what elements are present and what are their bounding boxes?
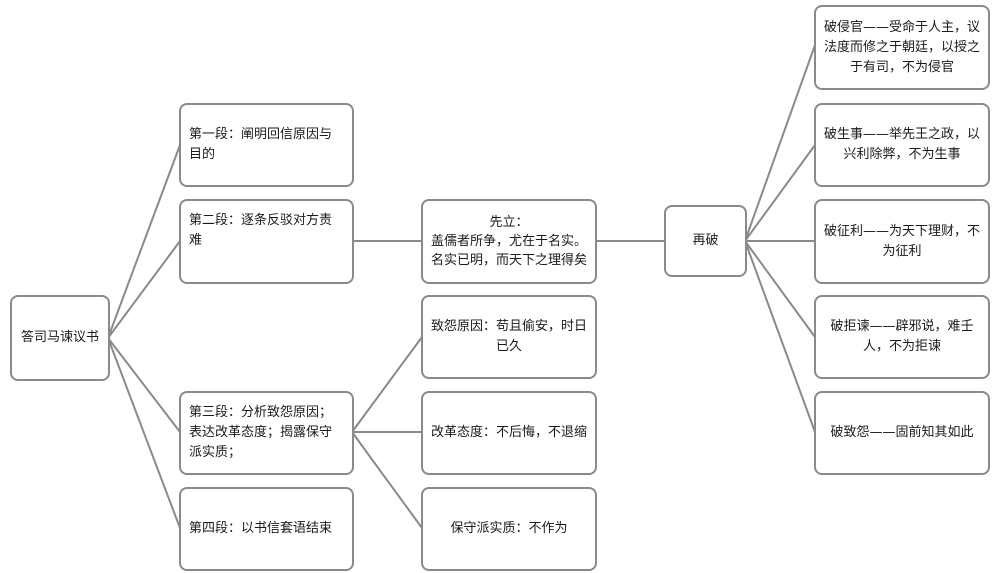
refutation-node-4: 破拒谏——辟邪说，难壬人，不为拒谏: [814, 295, 990, 379]
section-label-4: 第四段：以书信套语结束: [189, 521, 333, 536]
section-node-3: 第三段：分析致怨原因；表达改革态度；揭露保守派实质；: [179, 391, 354, 475]
refutation-node-5: 破致怨——固前知其如此: [814, 391, 990, 475]
refutation-label-2: 破生事——举先王之政，以兴利除弊，不为生事: [824, 127, 981, 162]
section3-point-node-1: 致怨原因：苟且偷安，时日已久: [421, 295, 597, 379]
link-then-r5: [744, 240, 816, 433]
refutation-node-3: 破征利——为天下理财，不为征利: [814, 199, 990, 284]
section3-point-node-2: 改革态度：不后悔，不退缩: [421, 391, 597, 475]
section-label-1: 第一段：阐明回信原因与目的: [189, 127, 333, 162]
refutation-label-3: 破征利——为天下理财，不为征利: [824, 223, 981, 259]
refutation-label-5: 破致怨——固前知其如此: [830, 425, 974, 440]
section-node-1: 第一段：阐明回信原因与目的: [179, 103, 354, 187]
refutation-node-2: 破生事——举先王之政，以兴利除弊，不为生事: [814, 103, 990, 187]
then-refute-node: 再破: [664, 205, 747, 277]
link-root-s1: [107, 144, 181, 339]
root-label: 答司马谏议书: [20, 330, 99, 345]
link-then-r1: [744, 44, 816, 242]
link-then-r4: [744, 240, 816, 338]
link-s3-p3: [351, 431, 423, 529]
section-node-4: 第四段：以书信套语结束: [179, 487, 354, 571]
link-root-s3: [107, 337, 181, 433]
section3-point-label-2: 改革态度：不后悔，不退缩: [431, 425, 588, 440]
link-s3-p1: [351, 336, 423, 433]
section3-point-node-3: 保守派实质：不作为: [421, 487, 597, 571]
link-root-s2: [107, 240, 181, 339]
then-refute-label: 再破: [692, 233, 719, 248]
first-point-heading: 先立：: [489, 215, 529, 230]
first-point-node: 先立： 盖儒者所争，尤在于名实。名实已明，而天下之理得矣: [421, 199, 597, 284]
link-then-r2: [744, 144, 816, 242]
section-node-2: 第二段：逐条反驳对方责难: [179, 199, 354, 284]
link-root-s4: [107, 337, 181, 529]
section3-point-label-1: 致怨原因：苟且偷安，时日已久: [431, 319, 588, 354]
refutation-node-1: 破侵官——受命于人主，议法度而修之于朝廷，以授之于有司，不为侵官: [814, 5, 990, 90]
section3-point-label-3: 保守派实质：不作为: [450, 521, 568, 536]
refutation-label-1: 破侵官——受命于人主，议法度而修之于朝廷，以授之于有司，不为侵官: [824, 19, 981, 75]
section-label-3: 第三段：分析致怨原因；表达改革态度；揭露保守派实质；: [189, 405, 333, 460]
section-label-2: 第二段：逐条反驳对方责难: [189, 213, 333, 248]
refutation-label-4: 破拒谏——辟邪说，难壬人，不为拒谏: [830, 319, 974, 354]
root-node: 答司马谏议书: [10, 295, 110, 381]
first-point-body: 盖儒者所争，尤在于名实。名实已明，而天下之理得矣: [430, 234, 587, 268]
